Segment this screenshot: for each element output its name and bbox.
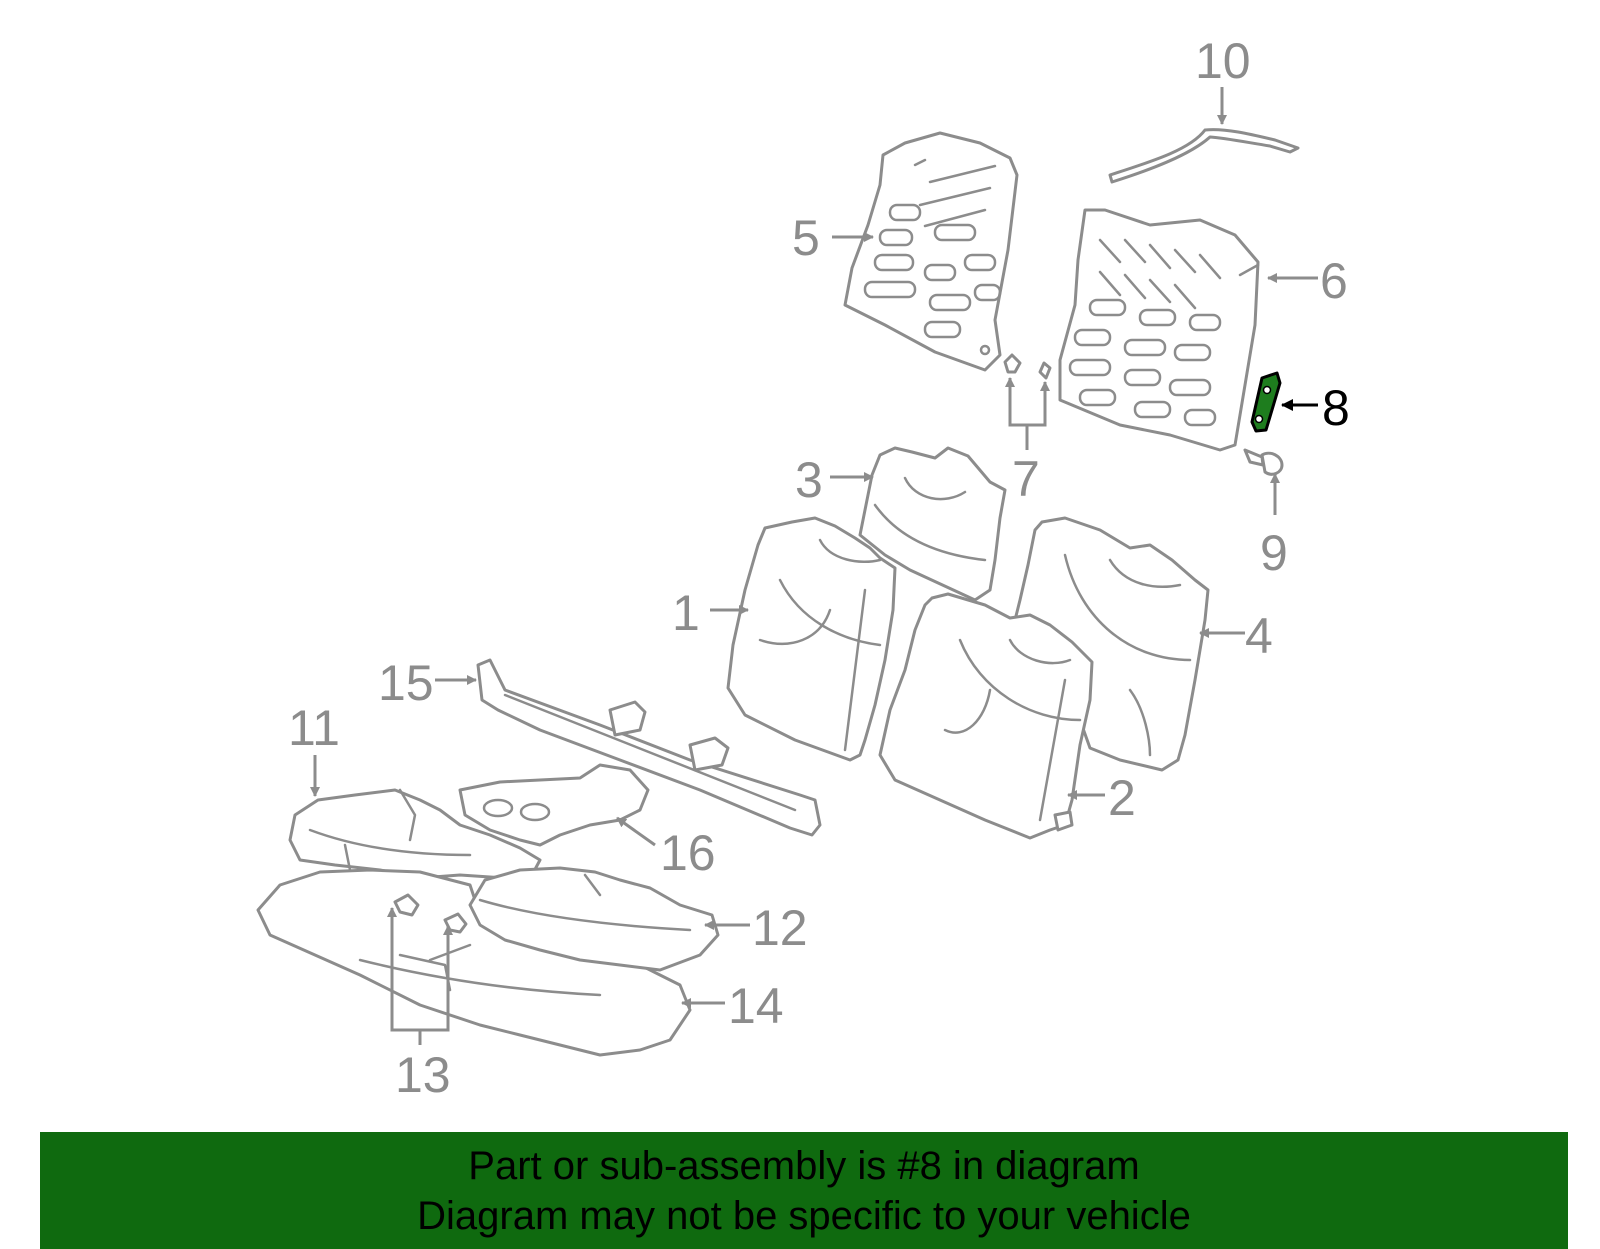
- banner-line-part: Part or sub-assembly is #8 in diagram: [468, 1143, 1140, 1188]
- part-12-seat-cushion-right: [468, 866, 720, 972]
- callout-4: 4: [1245, 608, 1273, 664]
- part-14-seat-base: [256, 868, 692, 1057]
- part-16-center-console: [458, 763, 650, 847]
- part-5-seatback-frame-left: [843, 131, 1019, 372]
- part-2-seatback-front: [878, 592, 1094, 840]
- callout-7: 7: [1012, 451, 1040, 507]
- callout-11: 11: [288, 700, 340, 756]
- part-10-cable: [1108, 128, 1300, 184]
- callout-8: 8: [1322, 380, 1350, 436]
- banner-line-disclaimer: Diagram may not be specific to your vehi…: [417, 1193, 1191, 1238]
- part-6-seatback-frame-right: [1058, 208, 1260, 452]
- part-15-rail: [476, 658, 822, 837]
- part-7-clips: [1003, 353, 1052, 380]
- part-9-bolt: [1243, 448, 1284, 476]
- callout-13: 13: [395, 1047, 451, 1103]
- callout-15: 15: [378, 655, 434, 711]
- callout-14: 14: [728, 978, 784, 1034]
- callout-6: 6: [1320, 253, 1348, 309]
- part-8-bracket-highlighted: [1250, 371, 1282, 433]
- callout-2: 2: [1108, 770, 1136, 826]
- callout-5: 5: [792, 210, 820, 266]
- callout-3: 3: [795, 452, 823, 508]
- part-1-seatback-left: [726, 516, 897, 762]
- info-banner: Part or sub-assembly is #8 in diagram Di…: [40, 1132, 1568, 1249]
- callout-16: 16: [660, 825, 716, 881]
- callout-10: 10: [1195, 33, 1251, 89]
- part-3-seatback-center: [858, 446, 1007, 602]
- callout-9: 9: [1260, 525, 1288, 581]
- leader-lines: [310, 87, 1318, 1045]
- parts-diagram: 10 5 6 8 7 3 9 1 4 15 11 2 16 12 14 13: [256, 33, 1350, 1103]
- callout-12: 12: [752, 900, 808, 956]
- callout-1: 1: [672, 585, 700, 641]
